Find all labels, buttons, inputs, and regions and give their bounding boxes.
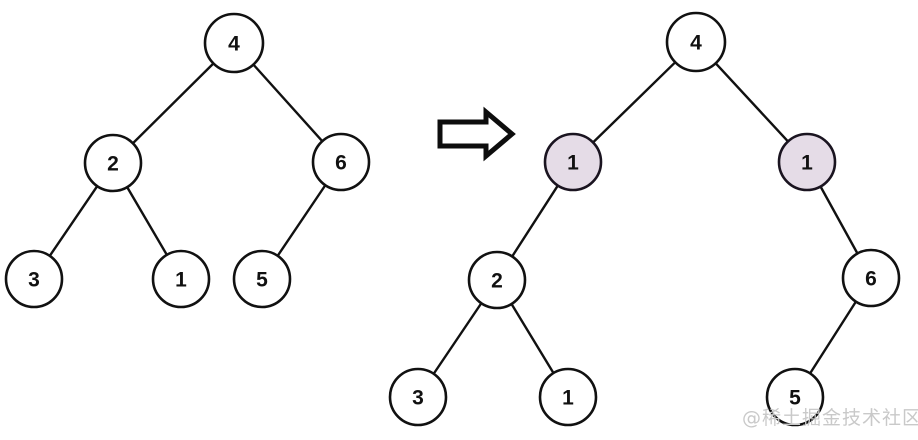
tree-edge [510,183,560,259]
node-label: 5 [789,387,801,410]
node-label: 3 [412,387,424,410]
tree-node-5[interactable]: 5 [765,367,825,427]
node-circle[interactable] [203,12,265,74]
left-tree-edges [48,61,328,258]
tree-edge [509,301,556,376]
tree-node-4[interactable]: 4 [203,12,265,74]
node-circle[interactable] [538,367,598,427]
left-tree-nodes: 4 2 6 3 1 5 [4,12,371,309]
node-label: 1 [175,269,187,292]
nodes-layer: 4 2 6 3 1 5 4 1 1 2 6 3 1 5 [4,11,901,427]
tree-node-1[interactable]: 1 [538,367,598,427]
node-circle[interactable] [765,367,825,427]
node-circle[interactable] [665,11,727,73]
tree-node-4[interactable]: 4 [665,11,727,73]
tree-node-1[interactable]: 1 [151,249,211,309]
node-circle[interactable] [311,132,371,192]
node-label: 3 [28,269,40,292]
tree-edge [48,184,100,258]
node-label: 6 [335,152,347,175]
tree-node-5[interactable]: 5 [232,249,292,309]
tree-node-2[interactable]: 2 [467,250,527,310]
tree-node-6[interactable]: 6 [311,132,371,192]
transformation-arrow-icon [437,106,516,162]
node-circle[interactable] [467,250,527,310]
node-label: 1 [567,152,579,175]
node-label: 1 [562,387,574,410]
tree-edge [275,183,328,258]
edges-layer [48,60,860,376]
tree-edge [251,62,325,144]
node-label: 4 [228,33,240,56]
node-circle[interactable] [388,367,448,427]
tree-node-6[interactable]: 6 [841,248,901,308]
node-label: 4 [690,32,702,55]
right-tree-nodes: 4 1 1 2 6 3 1 5 [388,11,901,427]
node-circle[interactable] [83,133,143,193]
watermark-label: @稀土掘金技术社区 [742,407,918,429]
node-label: 6 [865,268,877,291]
node-circle-highlighted[interactable] [777,132,837,192]
node-label: 5 [256,269,268,292]
node-label: 1 [801,152,813,175]
tree-edge [713,61,790,144]
node-circle[interactable] [841,248,901,308]
node-circle[interactable] [232,249,292,309]
right-tree-edges [431,60,860,376]
tree-node-1[interactable]: 1 [777,132,837,192]
tree-edge [130,61,216,146]
tree-edge [818,184,860,256]
node-circle[interactable] [151,249,211,309]
tree-edge [808,299,858,376]
node-label: 2 [491,270,503,293]
tree-node-1[interactable]: 1 [543,132,603,192]
node-circle[interactable] [4,249,64,309]
tree-edge [125,185,169,257]
node-circle-highlighted[interactable] [543,132,603,192]
tree-node-2[interactable]: 2 [83,133,143,193]
tree-node-3[interactable]: 3 [388,367,448,427]
node-label: 2 [107,153,119,176]
tree-edge [431,301,484,376]
tree-node-3[interactable]: 3 [4,249,64,309]
tree-edge [591,60,678,145]
transformation-arrow-group [437,106,516,162]
